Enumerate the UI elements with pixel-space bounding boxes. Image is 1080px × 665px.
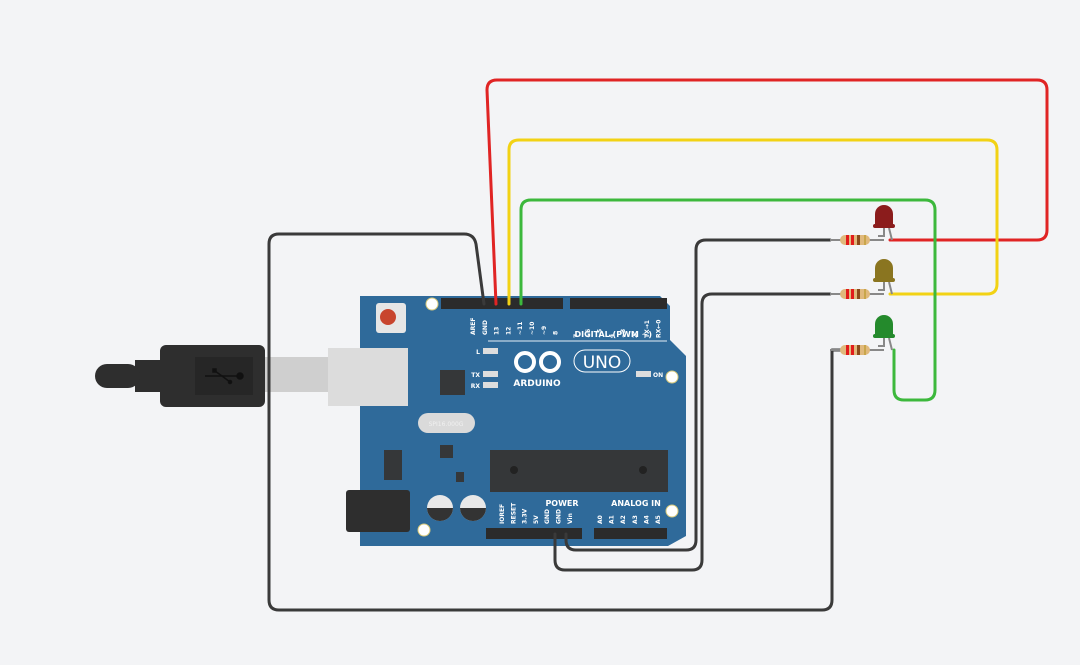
usb-b-port bbox=[328, 348, 408, 406]
mount-hole bbox=[425, 297, 439, 311]
pin-label: 3.3V bbox=[522, 508, 529, 524]
led-l bbox=[483, 348, 498, 354]
led-on bbox=[636, 371, 651, 377]
pin-label: RESET bbox=[510, 502, 517, 524]
pin-label: ~11 bbox=[517, 322, 524, 335]
capacitor-marking bbox=[460, 508, 486, 521]
pin-label: AREF bbox=[470, 318, 477, 335]
crystal-label: SPI16.000G bbox=[429, 421, 464, 428]
resistor-yellow-led[interactable] bbox=[830, 289, 884, 299]
led-label-on: ON bbox=[653, 372, 663, 379]
resistor-green-led[interactable] bbox=[830, 345, 884, 355]
pin-label: A2 bbox=[620, 515, 627, 524]
model-label: UNO bbox=[583, 353, 622, 373]
pin-label: IOREF bbox=[499, 504, 506, 524]
pin-label: A1 bbox=[609, 515, 616, 524]
usb-chip bbox=[440, 370, 465, 395]
led-tx bbox=[483, 371, 498, 377]
capacitor-marking bbox=[427, 508, 453, 521]
atmega-chip bbox=[490, 450, 668, 492]
pin-label: A0 bbox=[597, 515, 604, 524]
analog-header[interactable] bbox=[594, 528, 667, 539]
pin-label: Vin bbox=[567, 513, 574, 524]
crystal bbox=[418, 413, 475, 433]
yellow-led[interactable] bbox=[873, 259, 895, 295]
pin-label: ~6 bbox=[585, 329, 592, 338]
pin-label: ~9 bbox=[541, 326, 548, 335]
reset-button-cap[interactable] bbox=[380, 309, 396, 325]
led-label-tx: TX bbox=[471, 372, 480, 379]
pin-label: A3 bbox=[632, 515, 639, 524]
wire-pin12-yellow[interactable] bbox=[507, 138, 999, 306]
led-rx bbox=[483, 382, 498, 388]
voltage-regulator bbox=[384, 450, 402, 480]
pin-label: ~3 bbox=[620, 329, 627, 338]
mount-hole bbox=[665, 504, 679, 518]
mount-hole bbox=[665, 370, 679, 384]
pin-label: 2 bbox=[632, 334, 639, 338]
pin-label: GND bbox=[544, 509, 551, 524]
led-label-l: L bbox=[476, 349, 480, 356]
digital-header-left[interactable] bbox=[441, 298, 563, 309]
pin-label: ~10 bbox=[529, 322, 536, 335]
pin-label: TX→1 bbox=[644, 320, 651, 338]
brand-label: ARDUINO bbox=[513, 379, 561, 389]
wire-pin11-green[interactable] bbox=[519, 198, 937, 402]
uno-badge bbox=[573, 349, 631, 373]
pin-label: 7 bbox=[573, 334, 580, 338]
pin-label: A4 bbox=[643, 515, 650, 524]
wire-pin13-red[interactable] bbox=[485, 78, 1049, 306]
digital-header-label: DIGITAL (PWM ~) bbox=[574, 330, 652, 339]
usb-cable[interactable] bbox=[95, 345, 330, 407]
chip-notch bbox=[510, 466, 518, 474]
arduino-uno-board[interactable]: SPI16.000G AREF GND 13 12 ~11 ~10 ~9 8 7 ~6 ~5 4 ~3… bbox=[328, 296, 686, 546]
green-led[interactable] bbox=[873, 315, 895, 351]
pin-label: 4 bbox=[608, 334, 615, 338]
pin-label: GND bbox=[482, 320, 489, 335]
power-header-label: POWER bbox=[545, 499, 578, 508]
pin-label: 12 bbox=[505, 327, 512, 335]
pin-label: ~5 bbox=[597, 329, 604, 338]
power-header[interactable] bbox=[486, 528, 582, 539]
pin-label: 13 bbox=[494, 327, 501, 335]
usb-b-connector-metal bbox=[265, 357, 330, 392]
resistor-red-led[interactable] bbox=[830, 235, 884, 245]
wire-gnd-top[interactable] bbox=[267, 232, 842, 612]
transistor bbox=[456, 472, 464, 482]
analog-header-label: ANALOG IN bbox=[611, 499, 661, 508]
arduino-logo-icon bbox=[514, 351, 561, 373]
usb-icon bbox=[205, 368, 244, 385]
chip-notch bbox=[639, 466, 647, 474]
pin-label: A5 bbox=[655, 515, 662, 524]
led-label-rx: RX bbox=[471, 383, 481, 390]
mount-hole bbox=[417, 523, 431, 537]
wire-gnd-power-2[interactable] bbox=[553, 292, 832, 572]
digital-header-right[interactable] bbox=[570, 298, 667, 309]
red-led[interactable] bbox=[873, 205, 895, 241]
power-jack[interactable] bbox=[346, 490, 410, 532]
wire-gnd-power-1[interactable] bbox=[564, 238, 832, 552]
pin-label: 8 bbox=[553, 331, 560, 335]
pin-label: RX←0 bbox=[656, 320, 663, 338]
usb-cable-end bbox=[95, 364, 140, 388]
pin-label: 5V bbox=[533, 515, 540, 524]
small-chip bbox=[440, 445, 453, 458]
pin-label: GND bbox=[556, 509, 563, 524]
